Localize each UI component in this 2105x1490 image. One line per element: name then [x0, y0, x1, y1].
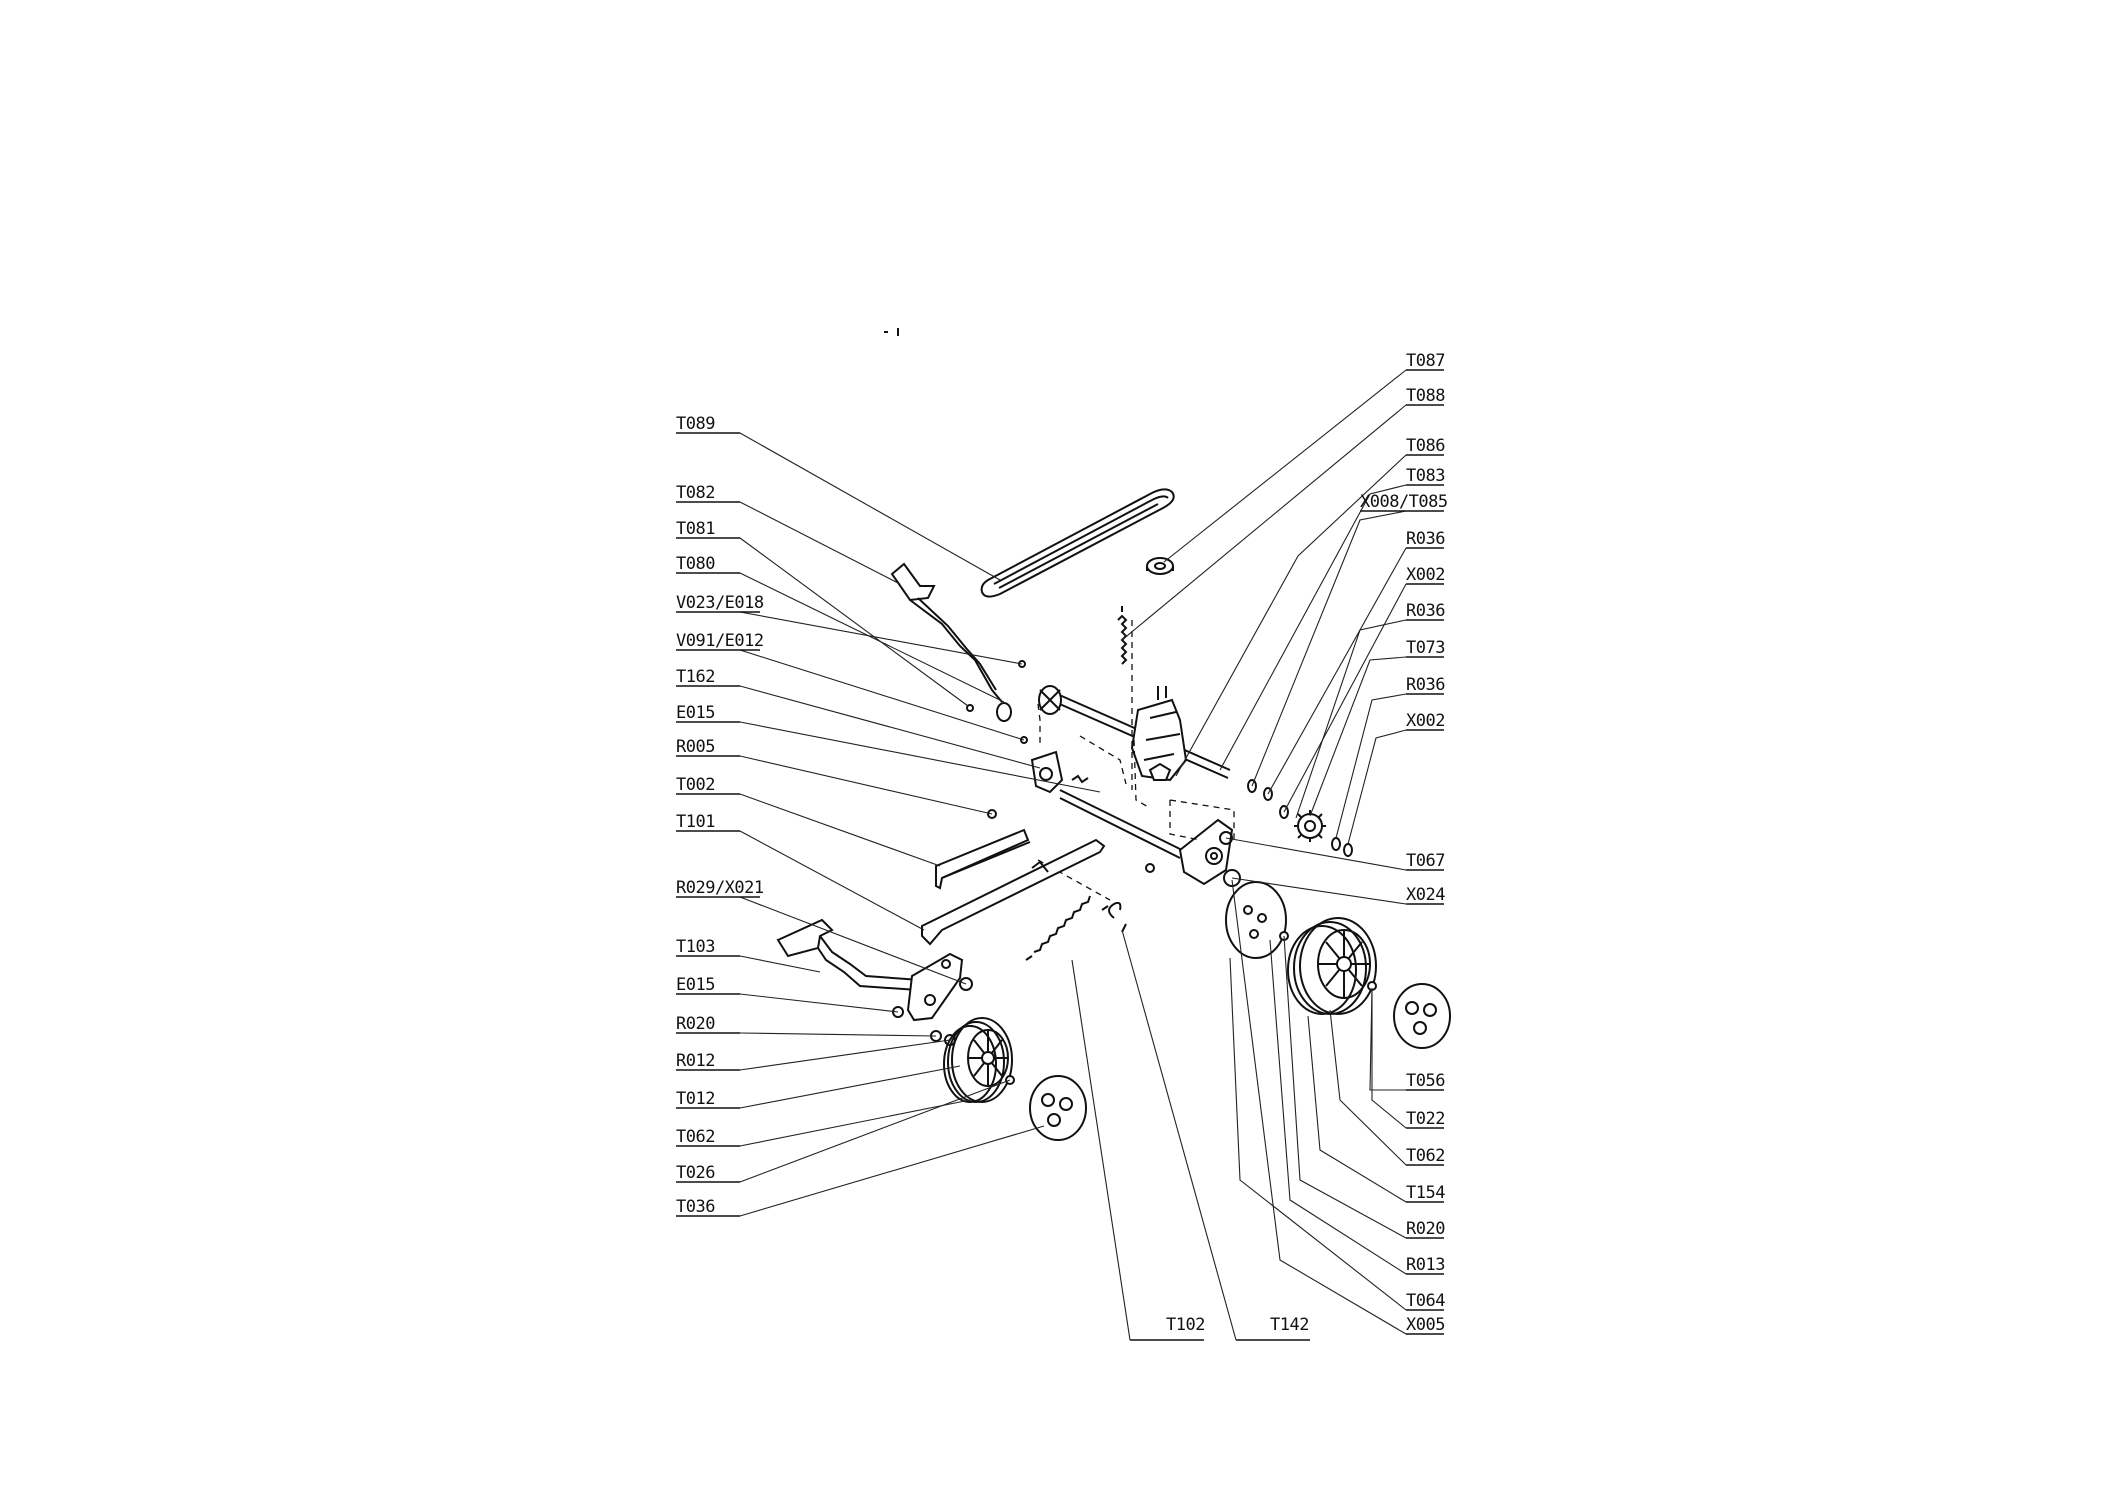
- pulley: [1146, 557, 1174, 575]
- parts-drawing: [776, 328, 1451, 1141]
- label-V023-E018: V023/E018: [676, 593, 764, 613]
- label-T083: T083: [1406, 466, 1445, 486]
- left-bracket: [1020, 736, 1089, 794]
- label-X002-1: X002: [1406, 565, 1445, 585]
- label-T064: T064: [1406, 1291, 1445, 1311]
- label-V091-E012: V091/E012: [676, 631, 764, 651]
- label-R020-left: R020: [676, 1014, 715, 1034]
- front-bracket: [776, 918, 973, 1022]
- label-E015: E015: [676, 703, 715, 723]
- label-T073: T073: [1406, 638, 1445, 658]
- label-R029-X021: R029/X021: [676, 878, 764, 898]
- adjust-plate: [935, 809, 1031, 890]
- label-T087: T087: [1406, 351, 1445, 371]
- label-R012: R012: [676, 1051, 715, 1071]
- label-T067: T067: [1406, 851, 1445, 871]
- label-R013: R013: [1406, 1255, 1445, 1275]
- label-X002-2: X002: [1406, 711, 1445, 731]
- spring-upper: [1117, 606, 1128, 665]
- front-wheel: [943, 1017, 1013, 1103]
- label-T103: T103: [676, 937, 715, 957]
- label-X005: X005: [1406, 1315, 1445, 1335]
- label-T026: T026: [676, 1163, 715, 1183]
- label-R036-1: R036: [1406, 529, 1445, 549]
- label-T102: T102: [1166, 1315, 1205, 1335]
- print-mark: [884, 328, 899, 336]
- labels-right: T087 T088 T086 T083 X008/T085 R036 X002 …: [1360, 351, 1448, 1335]
- labels-bottom: T102 T142: [1130, 1315, 1310, 1341]
- label-T086: T086: [1406, 436, 1445, 456]
- gearbox-assembly: [1038, 685, 1231, 782]
- label-R036-3: R036: [1406, 675, 1445, 695]
- return-spring: [1025, 895, 1127, 961]
- label-T022: T022: [1406, 1109, 1445, 1129]
- label-T142: T142: [1270, 1315, 1309, 1335]
- rear-wheel: [1279, 917, 1377, 1015]
- label-T089: T089: [676, 414, 715, 434]
- label-T162: T162: [676, 667, 715, 687]
- label-E015-lower: E015: [676, 975, 715, 995]
- control-lever: [890, 562, 1026, 722]
- label-T062-left: T062: [676, 1127, 715, 1147]
- rear-inner-disc: [1223, 869, 1287, 959]
- label-T081: T081: [676, 519, 715, 539]
- label-T082: T082: [676, 483, 715, 503]
- rear-axle-rod: [1059, 789, 1234, 886]
- label-X024: X024: [1406, 885, 1445, 905]
- label-T012: T012: [676, 1089, 715, 1109]
- label-T101: T101: [676, 812, 715, 832]
- height-lever-arm: [921, 838, 1106, 946]
- label-T002: T002: [676, 775, 715, 795]
- label-T154: T154: [1406, 1183, 1445, 1203]
- label-T080: T080: [676, 554, 715, 574]
- label-X008-T085: X008/T085: [1360, 492, 1448, 512]
- label-T088: T088: [1406, 386, 1445, 406]
- label-T036: T036: [676, 1197, 715, 1217]
- drive-belt: [980, 488, 1175, 598]
- rear-hubcap: [1367, 981, 1451, 1049]
- labels-left: T089 T082 T081 T080 V023/E018 V091/E012 …: [676, 414, 764, 1217]
- label-R005: R005: [676, 737, 715, 757]
- label-T056: T056: [1406, 1071, 1445, 1091]
- label-R020-right: R020: [1406, 1219, 1445, 1239]
- leader-lines: [739, 369, 1407, 1341]
- label-T062-right: T062: [1406, 1146, 1445, 1166]
- label-R036-2: R036: [1406, 601, 1445, 621]
- front-hubcap: [1005, 1075, 1087, 1141]
- pinion-gear-right: [1294, 810, 1326, 842]
